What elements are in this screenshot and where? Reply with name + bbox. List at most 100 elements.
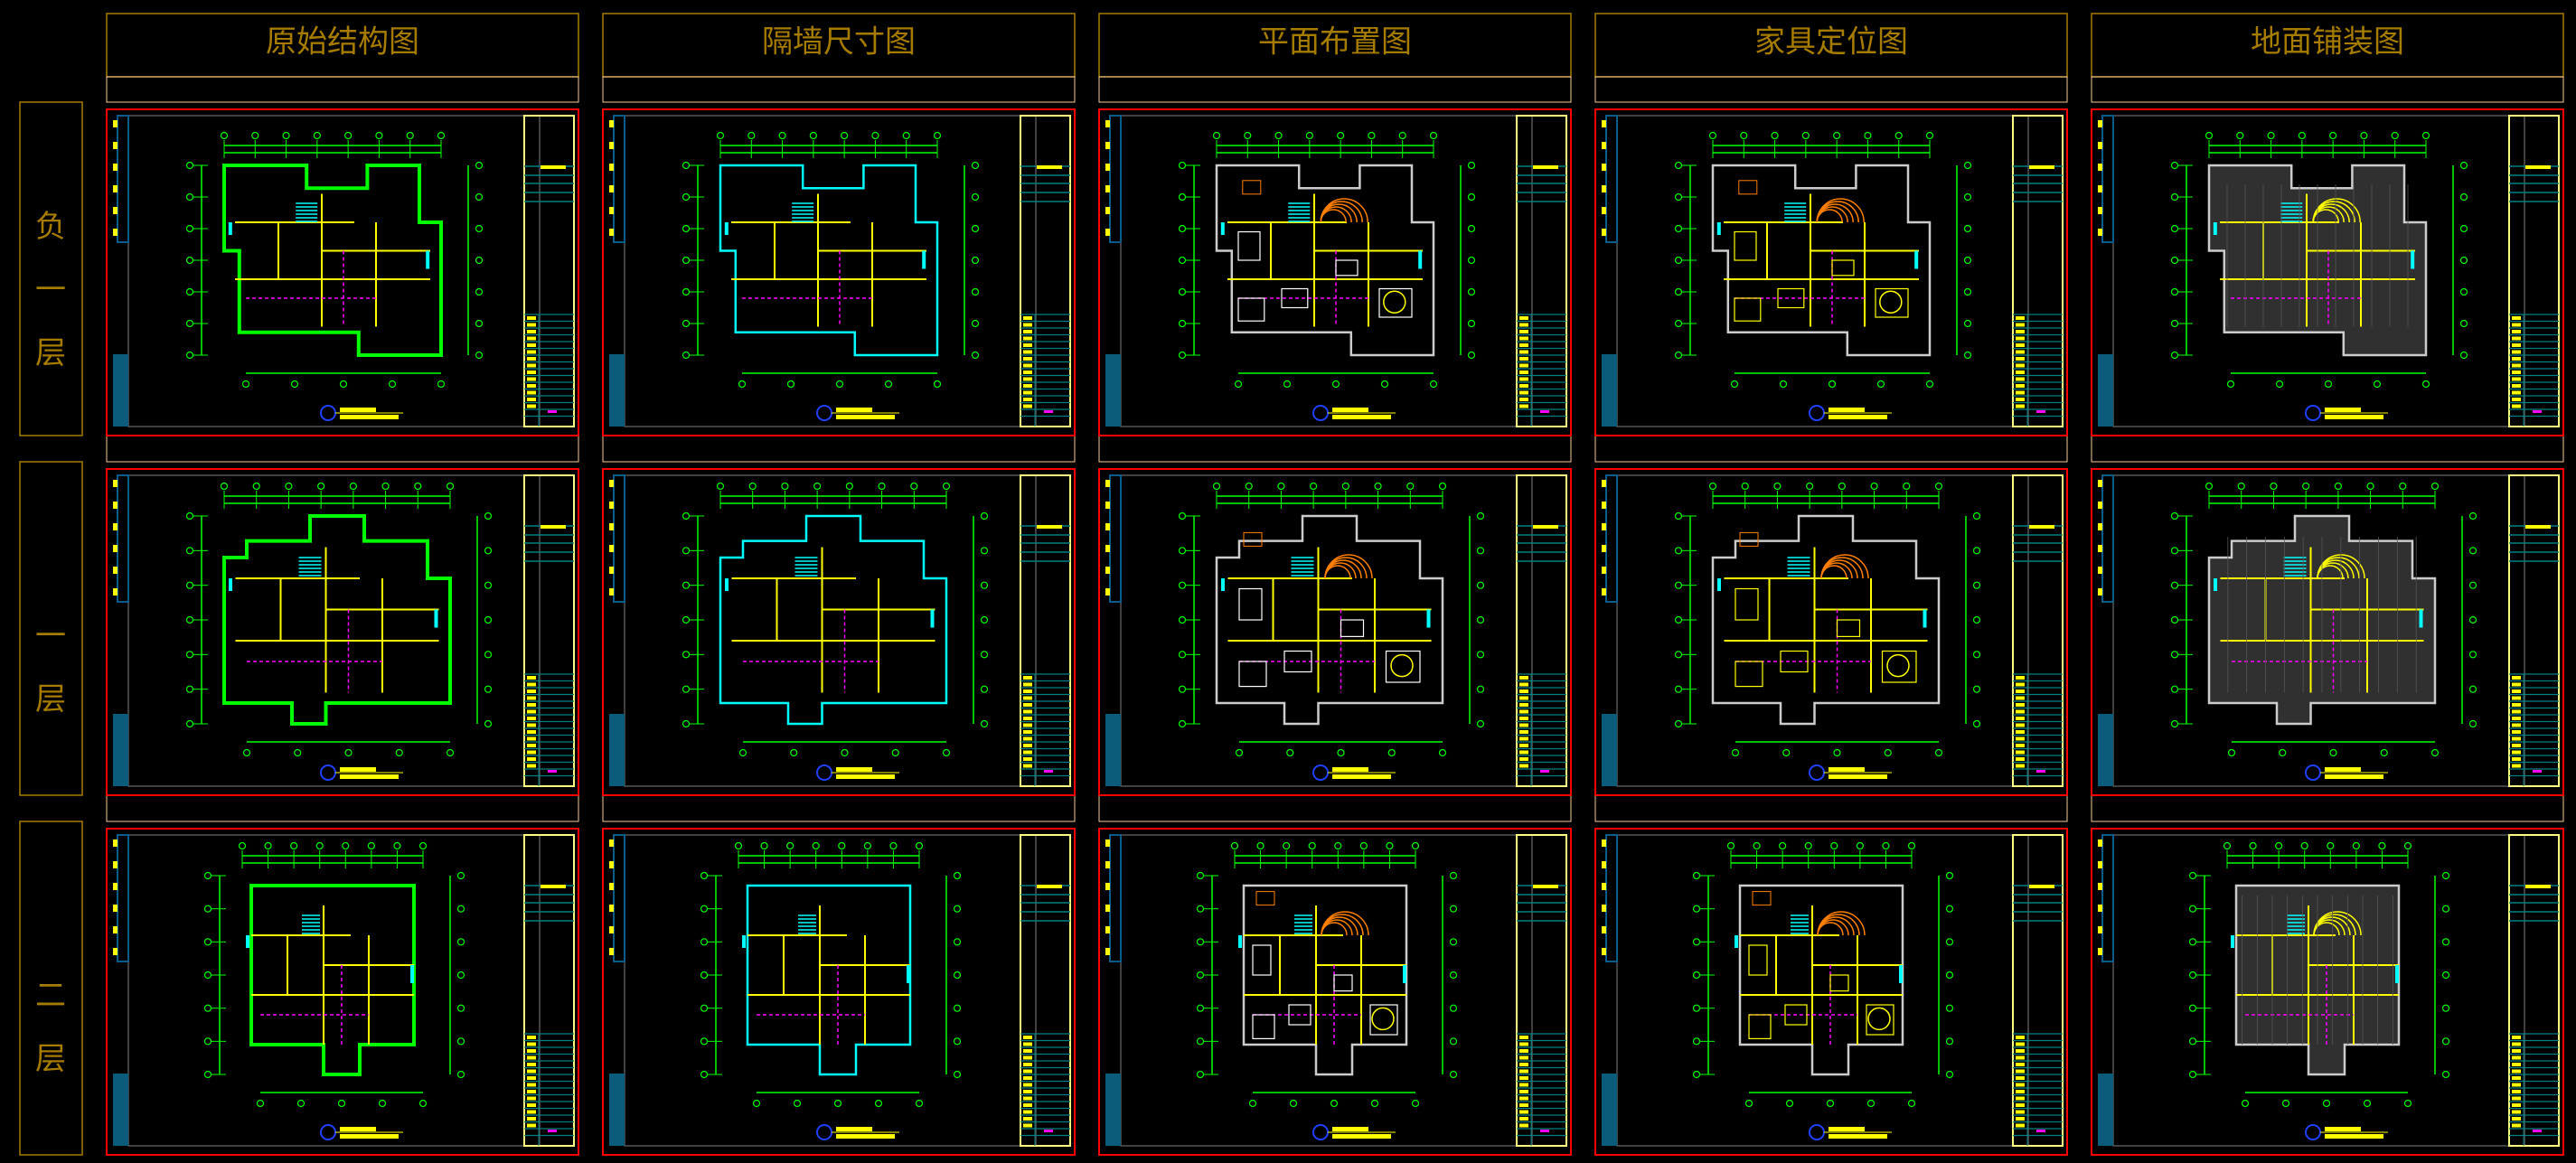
drawing-sheet[interactable]: [602, 108, 1076, 436]
window: [1238, 935, 1242, 948]
drawing-sheet[interactable]: [1594, 108, 2068, 436]
title-block-text: [1519, 676, 1528, 680]
axis-marker: [1476, 547, 1485, 555]
furniture: [1237, 297, 1265, 322]
furniture: [1369, 1004, 1398, 1036]
axis-marker: [953, 1004, 962, 1012]
title-block-text: [1023, 1083, 1032, 1087]
title-block-text: [527, 390, 536, 395]
axis-marker: [1449, 1070, 1458, 1079]
drawing-sheet[interactable]: [602, 828, 1076, 1156]
axis-marker: [1726, 841, 1735, 850]
drawing-sheet[interactable]: [1098, 468, 1572, 796]
drawing-sheet[interactable]: [1098, 828, 1572, 1156]
floor-plan: [1196, 841, 1458, 1108]
axis-marker: [1972, 615, 1981, 624]
title-block-text: [2512, 377, 2521, 381]
title-block-text: [1519, 370, 1528, 374]
title-block-text: [1023, 696, 1032, 700]
title-block-text: [1023, 1117, 1032, 1121]
title-block-text: [527, 1055, 536, 1060]
index-mark: [113, 839, 118, 847]
axis-marker: [1305, 131, 1313, 140]
title-block-text: [2016, 757, 2025, 761]
drawing-sheet[interactable]: [1594, 828, 2068, 1156]
drawing-sheet[interactable]: [2091, 828, 2564, 1156]
window: [1717, 578, 1721, 591]
dining-table: [1383, 290, 1406, 314]
title-block-text: [1519, 730, 1528, 734]
column-header-floor-tiling: 地面铺装图: [2251, 24, 2404, 61]
curved-stair: [1820, 554, 1869, 579]
axis-marker: [484, 719, 493, 728]
title-block: [523, 474, 575, 787]
title-block-text: [1023, 744, 1032, 747]
title-block-text: [527, 696, 536, 700]
axis-marker: [891, 748, 899, 757]
title-block-border: [2508, 115, 2560, 427]
axis-marker: [1674, 547, 1683, 555]
drawing-sheet[interactable]: [106, 468, 579, 796]
axis-marker: [1972, 651, 1981, 659]
title-block-text: [1023, 717, 1032, 720]
staircase: [798, 914, 816, 934]
staircase: [1791, 914, 1809, 934]
drawing-sheet[interactable]: [2091, 108, 2564, 436]
title-block-text: [527, 689, 536, 693]
row-spacer-cell: [106, 794, 579, 822]
axis-marker: [760, 841, 768, 850]
left-index-strip: [613, 474, 625, 603]
window: [1220, 222, 1225, 235]
column-header-partition-dimensions: 隔墙尺寸图: [762, 24, 916, 61]
title-block: [2012, 115, 2064, 427]
title-block-tag: [1044, 410, 1053, 413]
axis-marker: [682, 224, 691, 233]
drawing-subtitle-text: [2325, 774, 2383, 779]
drawing-subtitle-text: [2325, 415, 2383, 419]
axis-marker: [1674, 351, 1683, 360]
axis-marker: [2468, 685, 2477, 693]
furniture: [1333, 974, 1353, 992]
title-block-text: [527, 377, 536, 381]
title-block-tag: [1540, 770, 1549, 773]
axis-marker: [294, 748, 302, 757]
row-spacer-cell: [1098, 435, 1572, 463]
axis-marker: [1438, 482, 1447, 491]
axis-marker: [889, 841, 898, 850]
floor-plan: [2188, 841, 2450, 1108]
axis-marker: [1934, 482, 1943, 491]
axis-marker: [475, 192, 484, 202]
drawing-sheet[interactable]: [602, 468, 1076, 796]
furniture: [1378, 287, 1413, 318]
axis-marker: [980, 511, 989, 521]
title-block-text: [527, 1117, 536, 1121]
drawing-sheet[interactable]: [106, 828, 579, 1156]
title-block-text: [2016, 696, 2025, 700]
title-block-text: [1519, 1055, 1528, 1060]
title-block-text: [1023, 357, 1032, 361]
drawing-sheet[interactable]: [1098, 108, 1572, 436]
furniture: [1780, 650, 1809, 673]
index-mark: [609, 861, 614, 868]
title-block-text: [2016, 1049, 2025, 1053]
title-block-text: [2512, 357, 2521, 361]
axis-marker: [2421, 131, 2430, 140]
axis-marker: [414, 482, 422, 491]
stamp-block: [609, 714, 625, 786]
axis-marker: [1476, 511, 1485, 521]
axis-marker: [2399, 482, 2407, 491]
drawing-sheet[interactable]: [1594, 468, 2068, 796]
axis-marker: [2188, 1070, 2197, 1079]
axis-marker: [1785, 1099, 1794, 1108]
axis-marker: [2170, 351, 2179, 360]
axis-marker: [1692, 938, 1701, 946]
title-block-text: [1023, 750, 1032, 755]
drawing-sheet[interactable]: [106, 108, 579, 436]
title-block-text: [527, 744, 536, 747]
axis-marker: [1963, 256, 1972, 265]
drawing-sheet[interactable]: [2091, 468, 2564, 796]
index-mark: [609, 502, 614, 509]
axis-marker: [700, 971, 709, 980]
title-block-text: [2016, 1123, 2025, 1128]
